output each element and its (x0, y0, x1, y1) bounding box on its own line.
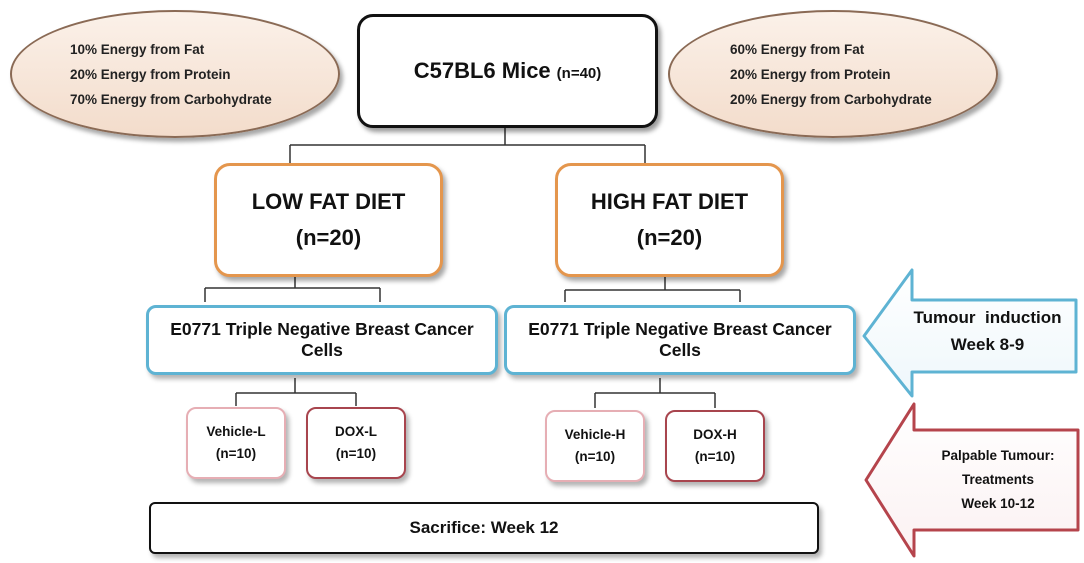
tumour-induction-line1: Tumour induction (913, 308, 1062, 327)
tumour-induction-label: Tumour induction Week 8-9 (900, 304, 1075, 358)
tumour-induction-line2: Week 8-9 (950, 335, 1025, 354)
treatment-period-line3: Week 10-12 (961, 496, 1035, 511)
high-fat-diet-title: HIGH FAT DIET (590, 189, 749, 214)
tumour-induction-arrow (862, 268, 1078, 398)
high-fat-composition-ellipse: 60% Energy from Fat 20% Energy from Prot… (668, 10, 998, 138)
low-fat-diet-box: LOW FAT DIET (n=20) (214, 163, 443, 277)
mice-label: C57BL6 Mice (413, 58, 551, 83)
treatment-period-line2: Treatments (961, 472, 1035, 487)
high-fat-diet-box: HIGH FAT DIET (n=20) (555, 163, 784, 277)
high-fat-carbohydrate-energy: 20% Energy from Carbohydrate (730, 91, 932, 107)
high-fat-fat-energy: 60% Energy from Fat (730, 41, 865, 57)
treatment-period-arrow (864, 402, 1080, 558)
vehicle-l-count: (n=10) (215, 446, 257, 461)
cells-label-left: E0771 Triple Negative Breast Cancer Cell… (170, 319, 474, 360)
dox-l-label: DOX-L (335, 424, 377, 439)
vehicle-h-label: Vehicle-H (564, 427, 626, 442)
treatment-period-line1: Palpable Tumour: (941, 448, 1055, 463)
mice-label-row: C57BL6 Mice (n=40) (414, 58, 602, 84)
low-fat-protein-energy: 20% Energy from Protein (70, 66, 231, 82)
dox-h-label: DOX-H (693, 427, 737, 442)
vehicle-l-box: Vehicle-L (n=10) (186, 407, 286, 479)
low-fat-carbohydrate-energy: 70% Energy from Carbohydrate (70, 91, 272, 107)
cells-box-left: E0771 Triple Negative Breast Cancer Cell… (146, 305, 498, 375)
cells-label-right: E0771 Triple Negative Breast Cancer Cell… (528, 319, 832, 360)
low-fat-diet-count: (n=20) (295, 225, 362, 250)
dox-h-box: DOX-H (n=10) (665, 410, 765, 482)
low-fat-diet-title: LOW FAT DIET (251, 189, 406, 214)
high-fat-diet-count: (n=20) (636, 225, 703, 250)
sacrifice-bar: Sacrifice: Week 12 (149, 502, 819, 554)
treatment-period-label: Palpable Tumour: Treatments Week 10-12 (914, 444, 1082, 516)
dox-l-box: DOX-L (n=10) (306, 407, 406, 479)
sacrifice-label: Sacrifice: Week 12 (409, 518, 559, 537)
mice-box: C57BL6 Mice (n=40) (357, 14, 658, 128)
dox-l-count: (n=10) (335, 446, 377, 461)
high-fat-protein-energy: 20% Energy from Protein (730, 66, 891, 82)
low-fat-fat-energy: 10% Energy from Fat (70, 41, 205, 57)
vehicle-h-box: Vehicle-H (n=10) (545, 410, 645, 482)
vehicle-l-label: Vehicle-L (206, 424, 266, 439)
vehicle-h-count: (n=10) (574, 449, 616, 464)
dox-h-count: (n=10) (694, 449, 736, 464)
cells-box-right: E0771 Triple Negative Breast Cancer Cell… (504, 305, 856, 375)
mice-count: (n=40) (556, 65, 602, 82)
low-fat-composition-ellipse: 10% Energy from Fat 20% Energy from Prot… (10, 10, 340, 138)
